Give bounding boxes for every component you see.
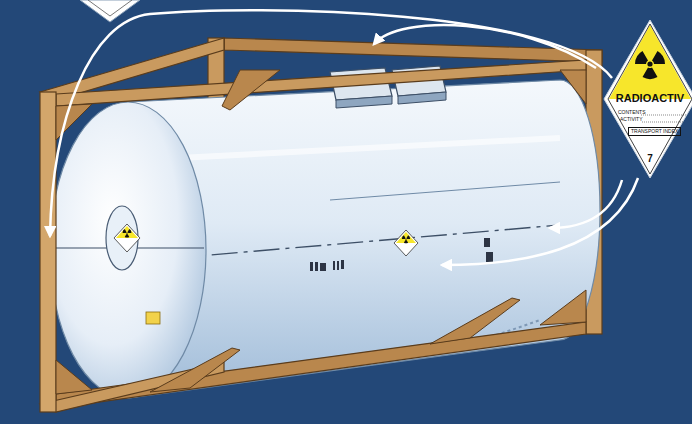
placard-heading: RADIOACTIV <box>612 93 688 104</box>
gusset <box>56 360 92 394</box>
bottom-rail <box>56 322 586 408</box>
fill-in-line <box>642 122 684 123</box>
leader-arrow <box>374 25 596 68</box>
fill-in-line <box>641 115 686 116</box>
placard-outline <box>604 20 692 178</box>
marking <box>333 261 335 270</box>
small-placard <box>394 230 418 256</box>
placard-field-label: CONTENTS <box>618 110 646 115</box>
marking <box>337 261 339 270</box>
marking <box>486 252 493 262</box>
data-plate <box>146 312 160 324</box>
near-frame <box>40 60 586 412</box>
tank-seam <box>330 182 560 200</box>
small-placard <box>114 224 140 252</box>
radiation-trefoil <box>635 51 665 79</box>
marking <box>320 263 326 271</box>
brace <box>150 348 240 392</box>
leader-arrows <box>50 10 638 265</box>
placard-yellow-half <box>609 25 691 99</box>
leader-arrow <box>442 178 638 265</box>
gusset <box>540 290 586 325</box>
class-number: 7 <box>640 154 660 164</box>
placard-field-label: ACTIVITY <box>620 117 643 122</box>
marking <box>484 238 490 247</box>
marking <box>315 262 318 271</box>
brace <box>430 298 520 344</box>
top-rail <box>56 60 586 106</box>
gusset <box>560 70 586 104</box>
manway-cover <box>106 206 138 270</box>
marking <box>341 260 344 269</box>
transport-index-label: TRANSPORT INDEX <box>628 127 681 136</box>
radioactive-placard: RADIOACTIV CONTENTS ACTIVITY TRANSPORT INDE… <box>604 20 692 178</box>
placard-border <box>88 0 132 16</box>
leader-arrow <box>50 10 612 236</box>
tank-end <box>50 102 206 398</box>
corner-post <box>40 92 56 412</box>
placard-border <box>608 24 692 174</box>
brace <box>222 70 280 110</box>
marking <box>310 262 313 271</box>
tank-highlight <box>140 138 560 160</box>
